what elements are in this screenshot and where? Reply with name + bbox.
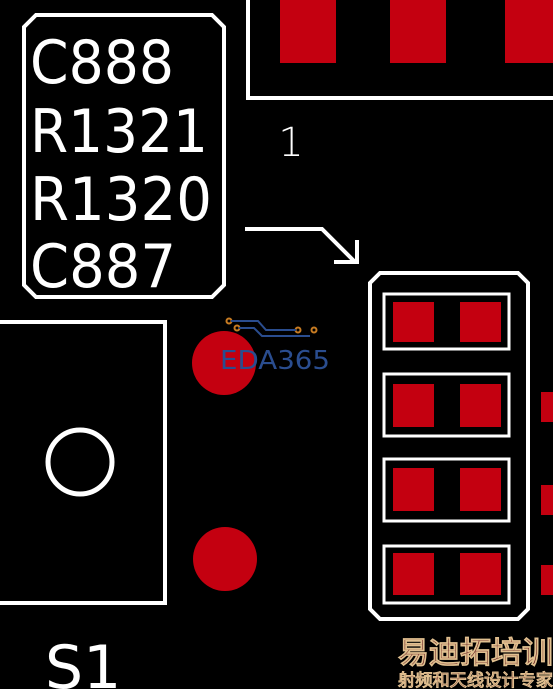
logo-subtitle: 射频和天线设计专家: [397, 670, 553, 689]
designator-callout: C888 R1321 R1320 C887: [22, 13, 226, 302]
eda365-watermark: EDA365: [220, 317, 330, 376]
pointer-arrow: [245, 227, 359, 264]
logo-watermark: 易迪拓培训 射频和天线设计专家: [397, 636, 553, 689]
copper-pad: [460, 553, 501, 595]
copper-pad: [541, 565, 553, 595]
top-component-outline: [246, 0, 553, 100]
component-array: [368, 271, 530, 621]
copper-pad: [390, 0, 446, 63]
switch-s1: S1: [0, 320, 167, 689]
copper-pad: [393, 302, 434, 342]
designator-r1321: R1321: [30, 97, 208, 167]
designator-c888: C888: [30, 28, 174, 98]
round-copper-pad: [192, 331, 256, 395]
switch-outline: [0, 320, 167, 605]
copper-pad: [460, 468, 501, 511]
round-copper-pad: [193, 527, 257, 591]
copper-pad: [541, 392, 553, 422]
array-outline: [368, 271, 530, 621]
top-component: [246, 0, 553, 100]
copper-pad: [460, 384, 501, 427]
designator-c887: C887: [30, 232, 176, 302]
array-cell: [382, 457, 511, 523]
pin1-label: 1: [278, 120, 303, 166]
circuit-trace-icon: [225, 317, 318, 337]
array-cell: [382, 292, 511, 351]
designator-r1320: R1320: [30, 165, 212, 235]
logo-title: 易迪拓培训: [398, 636, 553, 671]
copper-pad: [280, 0, 336, 63]
array-cell: [382, 544, 511, 605]
copper-pad: [505, 0, 553, 63]
callout-box-outline: [22, 13, 226, 299]
array-cell: [382, 372, 511, 438]
switch-pin-circle: [45, 427, 115, 497]
copper-pad: [460, 302, 501, 342]
copper-pad: [541, 485, 553, 515]
copper-pad: [393, 553, 434, 595]
copper-pad: [393, 468, 434, 511]
copper-pad: [393, 384, 434, 427]
watermark-brand: EDA365: [220, 346, 330, 376]
switch-label: S1: [45, 633, 121, 689]
